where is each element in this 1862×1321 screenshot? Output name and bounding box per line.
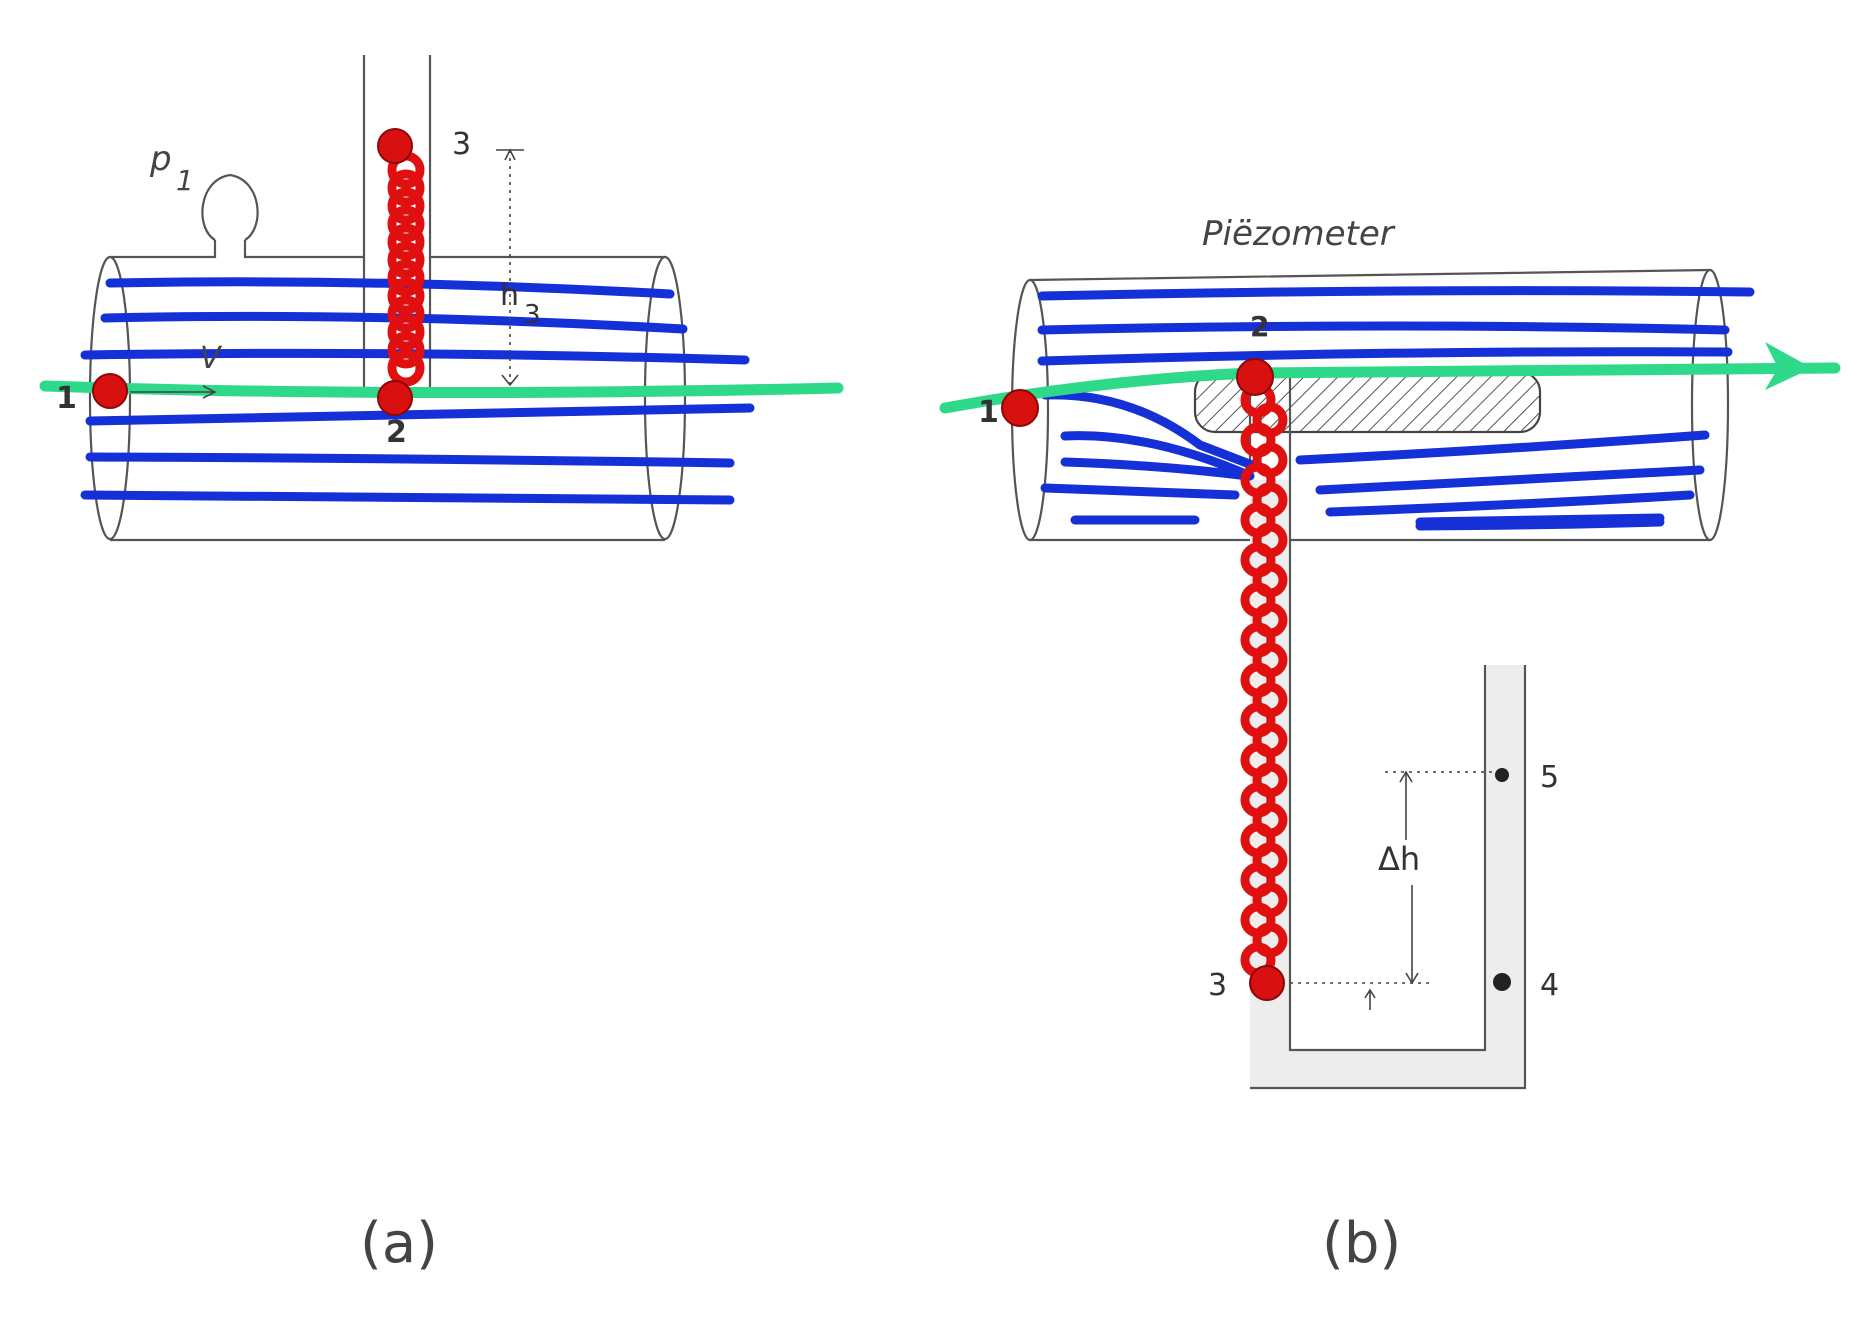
- streamline-a-5: [85, 452, 735, 468]
- streamline-a-6: [80, 490, 735, 505]
- h3-top-tick: [496, 148, 524, 161]
- point-1-marker-a: [92, 373, 128, 409]
- streamline-b-7: [1040, 483, 1240, 500]
- point-label-2-a: 2: [386, 415, 407, 450]
- streamline-b-2: [1037, 321, 1730, 335]
- particle-loop: [387, 313, 425, 351]
- point-3-marker-b: [1249, 965, 1285, 1001]
- delta-h-top-arrow: [1399, 770, 1413, 783]
- streamline-b-4: [1040, 390, 1270, 475]
- point-3-marker-a: [377, 128, 413, 164]
- particle-loop: [387, 331, 425, 369]
- particle-loop: [387, 277, 425, 315]
- diagram-a: p 1 V h 3 1 2 3 (a): [39, 55, 844, 1276]
- pipe-a-left-end: [88, 255, 132, 541]
- piezometer-title: Piëzometer: [1202, 214, 1396, 254]
- streamline-b-10: [1315, 465, 1705, 495]
- particle-loop: [387, 169, 425, 207]
- diagram-b: Piëzometer Δh 1 2 3 4 5 (b): [939, 214, 1841, 1276]
- delta-h-lower-arrow: [1364, 988, 1376, 1010]
- point-label-1-a: 1: [56, 381, 77, 416]
- streamline-a-2: [100, 311, 688, 334]
- caption-b: (b): [1322, 1211, 1401, 1276]
- point-2-marker-a: [377, 380, 413, 416]
- height-label-h: h: [500, 278, 519, 313]
- point-label-2-b: 2: [1250, 310, 1269, 343]
- particle-chain-a: [387, 151, 425, 387]
- particle-loop: [387, 295, 425, 333]
- streamline-b-green: [939, 362, 1841, 414]
- particle-loop: [387, 259, 425, 297]
- delta-h-label: Δh: [1378, 840, 1420, 878]
- streamline-b-13: [1415, 517, 1665, 531]
- u-tube-bottom: [1250, 1050, 1525, 1088]
- u-tube-right-arm: [1485, 665, 1525, 1088]
- pipe-b-right-end: [1690, 268, 1730, 542]
- particle-loop: [387, 223, 425, 261]
- streamline-b-1: [1037, 286, 1755, 301]
- point-4-dot: [1493, 973, 1511, 991]
- delta-h-vertical: [1405, 772, 1413, 983]
- pressure-gauge-bulb: [201, 173, 259, 241]
- streamline-b-9: [1295, 430, 1710, 465]
- pressure-label-sub: 1: [176, 164, 194, 197]
- particle-loop: [387, 349, 425, 387]
- streamline-b-6: [1060, 457, 1253, 481]
- point-label-5-b: 5: [1540, 760, 1559, 795]
- streamline-b-3: [1037, 347, 1733, 366]
- point-label-3-a: 3: [452, 127, 471, 162]
- particle-chain-b: [1240, 382, 1288, 978]
- h3-bottom-tick: [501, 374, 519, 387]
- streamline-a-4: [85, 403, 755, 426]
- point-2-marker-b: [1236, 358, 1274, 396]
- velocity-arrow: [130, 385, 217, 399]
- u-tube-inner-outline: [1288, 480, 1487, 1052]
- pipe-b-outline: [1029, 268, 1711, 542]
- streamline-a-1: [105, 277, 675, 299]
- point-5-dot: [1495, 768, 1509, 782]
- pipe-a-outline: [110, 240, 665, 542]
- delta-h-bottom-arrow: [1405, 972, 1419, 985]
- streamline-b-5: [1060, 431, 1255, 481]
- particle-loop: [387, 241, 425, 279]
- flow-arrowhead: [1765, 342, 1812, 390]
- particle-loop: [387, 187, 425, 225]
- pipe-a-right-end: [643, 255, 687, 541]
- height-label-sub: 3: [524, 300, 541, 330]
- caption-a: (a): [360, 1211, 438, 1276]
- u-tube-outer-outline: [1250, 665, 1527, 1090]
- vertical-tube-a: [362, 55, 520, 392]
- streamline-a-green: [39, 380, 844, 399]
- point-label-3-b: 3: [1208, 968, 1227, 1003]
- point-1-marker-b: [1001, 389, 1039, 427]
- velocity-label: V: [200, 341, 223, 376]
- particle-loop: [387, 205, 425, 243]
- streamline-b-11: [1325, 490, 1695, 517]
- point-label-4-b: 4: [1540, 968, 1559, 1003]
- point-label-1-b: 1: [978, 395, 999, 430]
- pressure-label-p: p: [149, 139, 172, 179]
